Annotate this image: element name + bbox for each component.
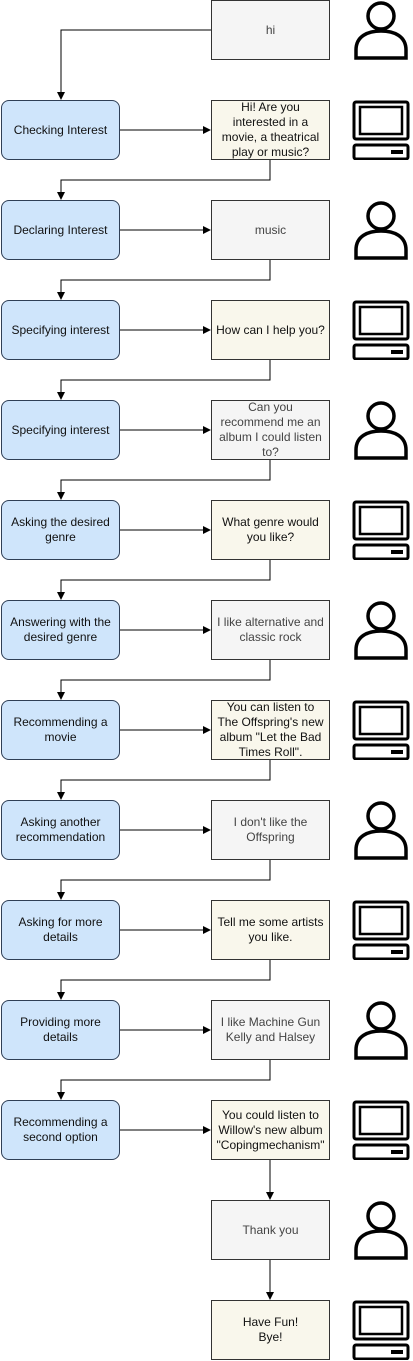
- action-box: Declaring Interest: [1, 200, 120, 260]
- arrowhead: [266, 1192, 274, 1200]
- connector-line: [60, 860, 271, 892]
- person-icon: [354, 801, 408, 860]
- arrowhead: [57, 292, 65, 300]
- connector-line: [60, 460, 271, 492]
- action-box: Answering with the desired genre: [1, 600, 120, 660]
- computer-icon: [352, 300, 410, 360]
- computer-icon: [352, 100, 410, 160]
- user-message-box: Thank you: [211, 1200, 330, 1260]
- arrowhead: [203, 426, 211, 434]
- connector-line: [60, 660, 271, 692]
- person-icon: [354, 1201, 408, 1260]
- arrowhead: [203, 126, 211, 134]
- arrowhead: [203, 826, 211, 834]
- connector-line: [60, 960, 271, 992]
- user-message-box: Can you recommend me an album I could li…: [211, 400, 330, 460]
- connector-line: [60, 560, 271, 592]
- arrowhead: [203, 1126, 211, 1134]
- action-box: Asking the desired genre: [1, 500, 120, 560]
- connector-line: [60, 1060, 271, 1092]
- arrowhead: [203, 226, 211, 234]
- action-box: Recommending a second option: [1, 1100, 120, 1160]
- action-box: Providing more details: [1, 1000, 120, 1060]
- arrowhead: [57, 892, 65, 900]
- arrowhead: [203, 926, 211, 934]
- arrowhead: [203, 326, 211, 334]
- action-box: Asking another recommendation: [1, 800, 120, 860]
- connector-line: [60, 760, 271, 792]
- bot-message-box: Tell me some artists you like.: [211, 900, 330, 960]
- arrowhead: [203, 1026, 211, 1034]
- connector-line: [60, 360, 271, 392]
- connector-line: [60, 260, 271, 292]
- user-message-box: I like alternative and classic rock: [211, 600, 330, 660]
- computer-icon: [352, 700, 410, 760]
- arrowhead: [57, 492, 65, 500]
- computer-icon: [352, 500, 410, 560]
- bot-message-box: Have Fun! Bye!: [211, 1300, 330, 1360]
- bot-message-box: How can I help you?: [211, 300, 330, 360]
- computer-icon: [352, 900, 410, 960]
- arrowhead: [266, 1292, 274, 1300]
- arrowhead: [57, 992, 65, 1000]
- action-box: Specifying interest: [1, 300, 120, 360]
- computer-icon: [352, 1100, 410, 1160]
- arrowhead: [203, 726, 211, 734]
- connector-line: [60, 29, 211, 92]
- arrowhead: [57, 1092, 65, 1100]
- person-icon: [354, 1001, 408, 1060]
- person-icon: [354, 601, 408, 660]
- person-icon: [354, 201, 408, 260]
- arrowhead: [203, 626, 211, 634]
- bot-message-box: Hi! Are you interested in a movie, a the…: [211, 100, 330, 160]
- arrowhead: [203, 526, 211, 534]
- arrowhead: [57, 592, 65, 600]
- bot-message-box: You could listen to Willow's new album "…: [211, 1100, 330, 1160]
- arrowhead: [57, 692, 65, 700]
- user-message-box: hi: [211, 0, 330, 60]
- action-box: Specifying interest: [1, 400, 120, 460]
- action-box: Recommending a movie: [1, 700, 120, 760]
- person-icon: [354, 401, 408, 460]
- user-message-box: I don't like the Offspring: [211, 800, 330, 860]
- user-message-box: I like Machine Gun Kelly and Halsey: [211, 1000, 330, 1060]
- computer-icon: [352, 1300, 410, 1360]
- action-box: Asking for more details: [1, 900, 120, 960]
- person-icon: [354, 1, 408, 60]
- connector-line: [60, 160, 271, 192]
- arrowhead: [57, 392, 65, 400]
- action-box: Checking Interest: [1, 100, 120, 160]
- bot-message-box: You can listen to The Offspring's new al…: [211, 700, 330, 760]
- arrowhead: [57, 92, 65, 100]
- arrowhead: [57, 792, 65, 800]
- bot-message-box: What genre would you like?: [211, 500, 330, 560]
- user-message-box: music: [211, 200, 330, 260]
- arrowhead: [57, 192, 65, 200]
